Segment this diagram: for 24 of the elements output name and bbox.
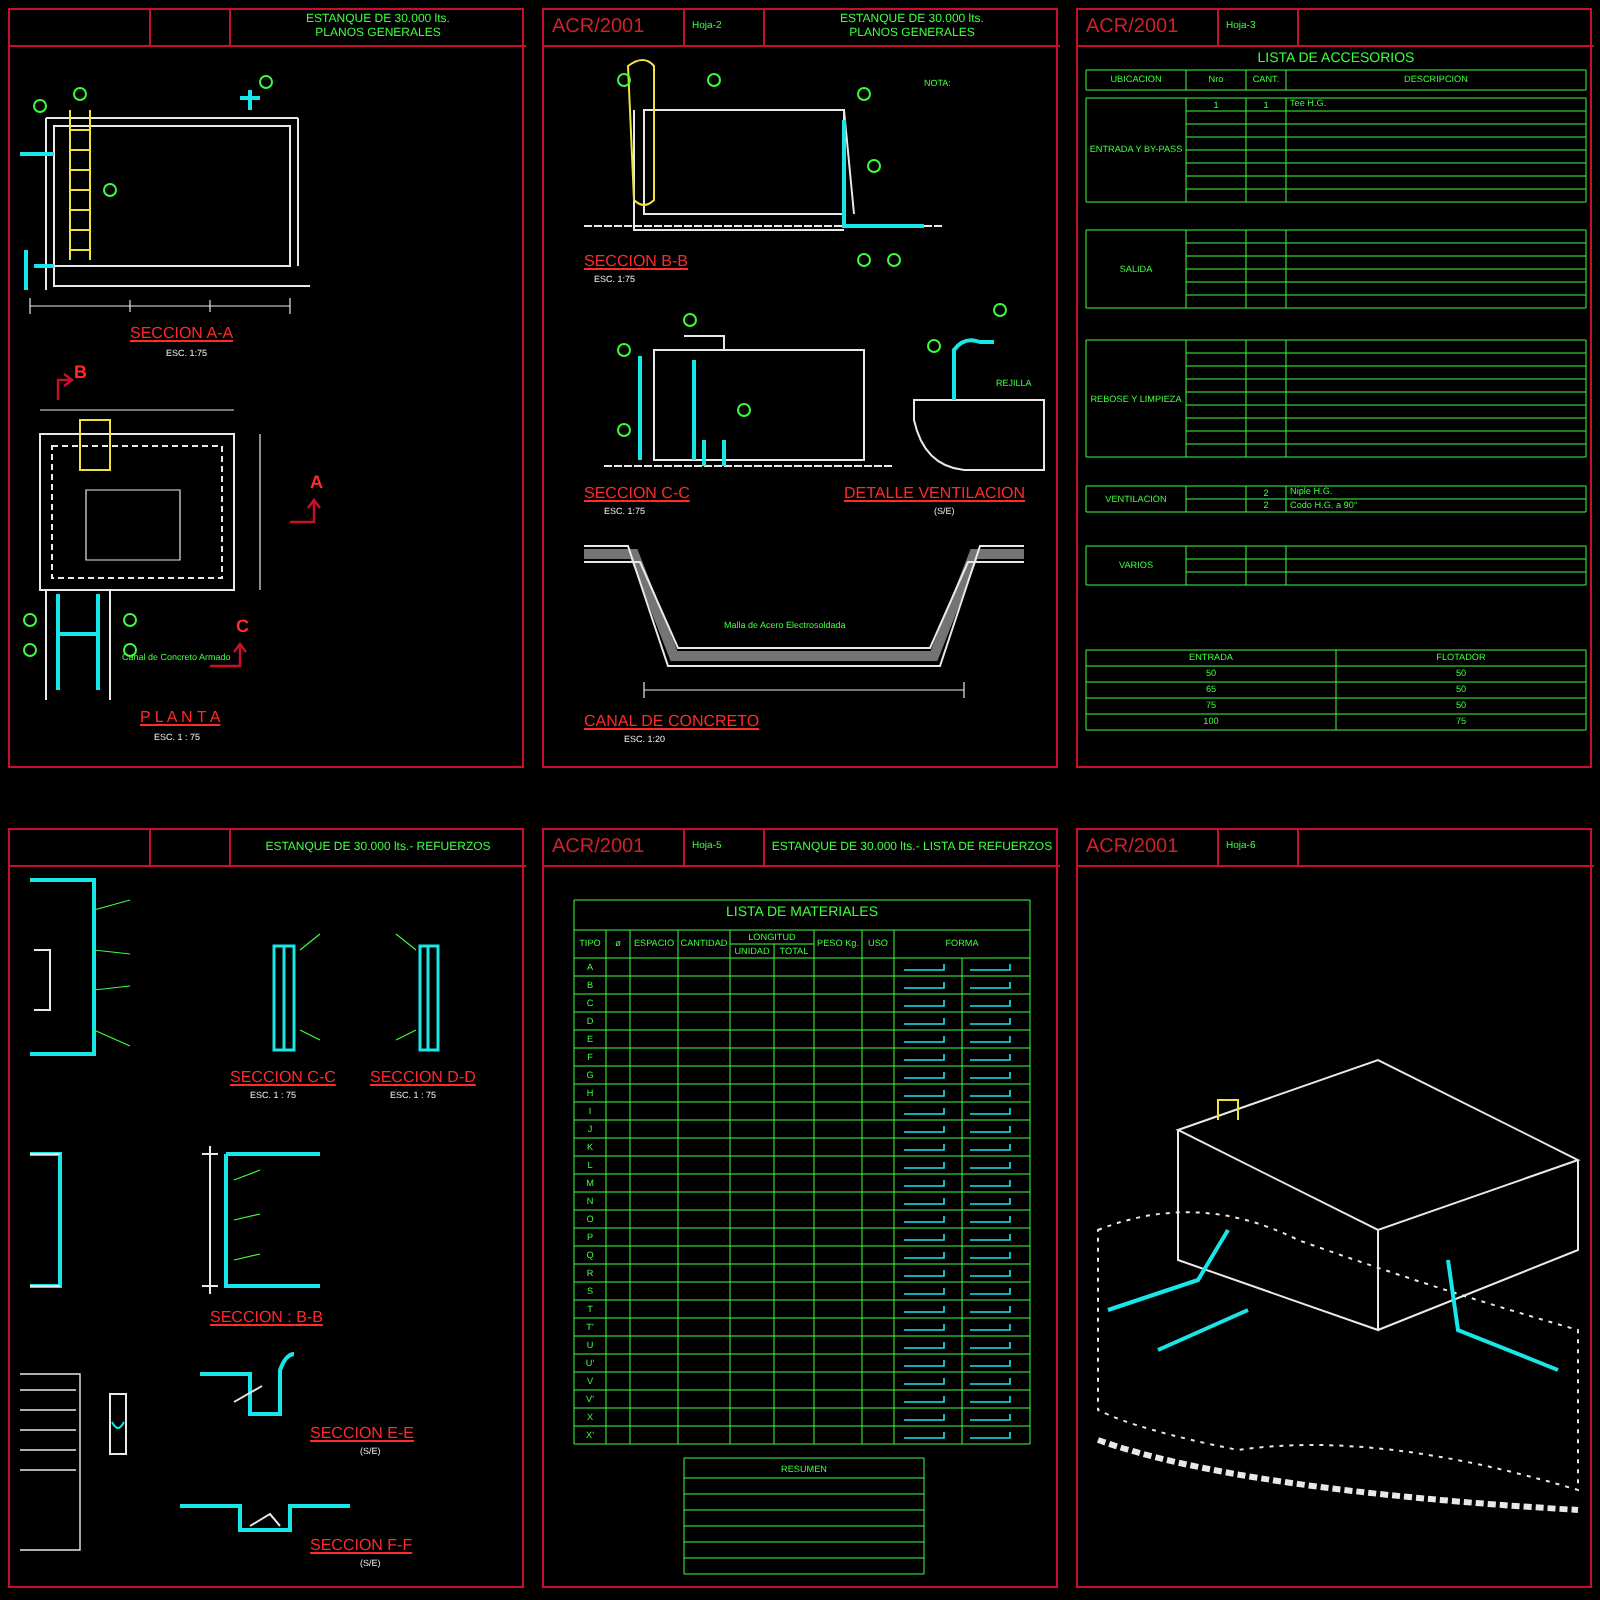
section-marker: B [74, 364, 87, 384]
drawing-code: ACR/2001 [552, 16, 645, 38]
section-title: SECCION B-B [584, 254, 689, 272]
section-title: CANAL DE CONCRETO [584, 714, 760, 732]
section-title: P L A N T A [140, 710, 221, 728]
drawing-sheet [8, 828, 524, 1588]
drawing-sheet [542, 828, 1058, 1588]
section-title: SECCION C-C [230, 1070, 336, 1088]
section-title: SECCION F-F [310, 1538, 413, 1556]
section-title: SECCION E-E [310, 1426, 415, 1444]
section-marker: A [310, 474, 323, 494]
section-title: SECCION D-D [370, 1070, 476, 1088]
section-title: SECCION : B-B [210, 1310, 323, 1328]
drawing-code: ACR/2001 [552, 836, 645, 858]
drawing-sheet [8, 8, 524, 768]
section-marker: C [236, 618, 249, 638]
section-title: SECCION A-A [130, 326, 234, 344]
section-title: SECCION C-C [584, 486, 690, 504]
drawing-code: ACR/2001 [1086, 16, 1179, 38]
drawing-sheet [542, 8, 1058, 768]
drawing-sheet [1076, 8, 1592, 768]
drawing-sheet [1076, 828, 1592, 1588]
drawing-code: ACR/2001 [1086, 836, 1179, 858]
section-title: DETALLE VENTILACION [844, 486, 1026, 504]
